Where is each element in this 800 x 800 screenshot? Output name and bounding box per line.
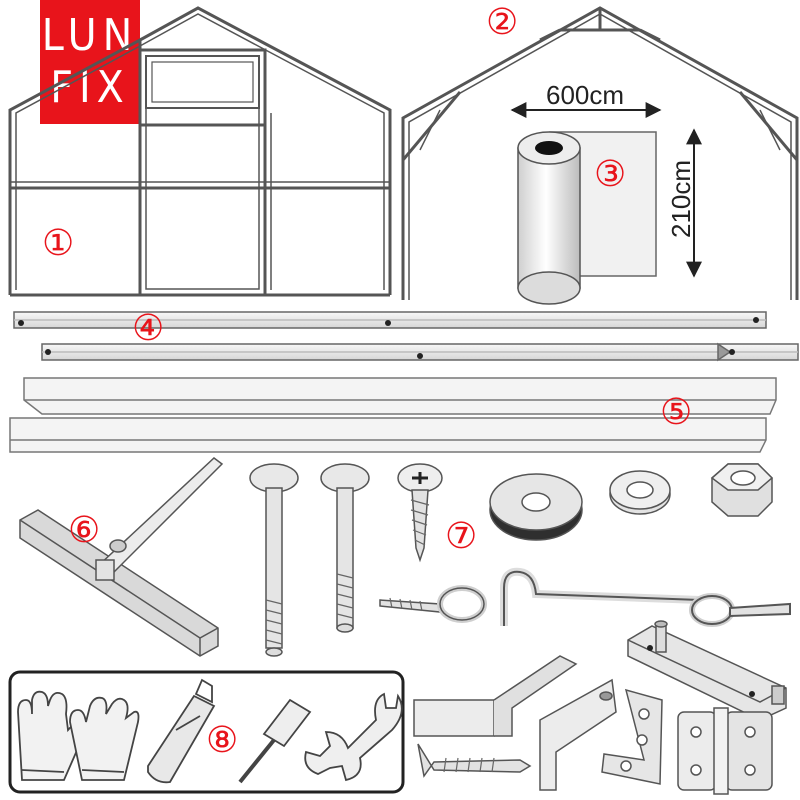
- gloves-icon: [17, 690, 140, 781]
- nut-icon: [710, 463, 774, 517]
- bolt-icon: [249, 463, 299, 657]
- height-dimension: 210cm: [666, 128, 702, 278]
- label-8: ⑧: [206, 720, 238, 761]
- label-4: ④: [132, 308, 164, 349]
- washer-icon: [609, 470, 671, 515]
- label-5: ⑤: [660, 392, 692, 433]
- greenhouse-gable-frame-icon: [401, 6, 799, 300]
- height-value: 210cm: [666, 160, 696, 238]
- latch-icon: [627, 620, 787, 721]
- label-1: ①: [42, 223, 74, 264]
- label-3: ③: [594, 154, 626, 195]
- aluminum-profile-icon: [13, 311, 799, 362]
- hook-icon: [500, 567, 791, 627]
- label-6: ⑥: [68, 510, 100, 551]
- bolt-icon: [320, 463, 370, 633]
- bracket-icon: [413, 655, 617, 791]
- screw-icon: [397, 463, 443, 563]
- lunfix-logo: LUN FIX: [40, 0, 140, 124]
- logo-line-1: LUN: [41, 10, 139, 61]
- wrench-icon: [304, 692, 403, 782]
- angle-profile-icon: [9, 377, 777, 453]
- width-value: 600cm: [546, 80, 624, 110]
- width-dimension: 600cm: [510, 80, 662, 118]
- label-2: ②: [486, 2, 518, 43]
- self-drilling-screw-icon: [417, 743, 532, 778]
- door-handle-icon: [19, 457, 224, 657]
- screwdriver-icon: [238, 698, 312, 784]
- cutter-knife-icon: [147, 678, 216, 784]
- hinge-icon: [677, 707, 773, 795]
- angle-bracket-icon: [601, 688, 663, 785]
- washer-icon: [489, 473, 583, 541]
- film-roll-icon: [517, 131, 657, 305]
- eye-screw-icon: [379, 585, 487, 623]
- greenhouse-side-frame-icon: [8, 6, 392, 297]
- label-7: ⑦: [445, 516, 477, 557]
